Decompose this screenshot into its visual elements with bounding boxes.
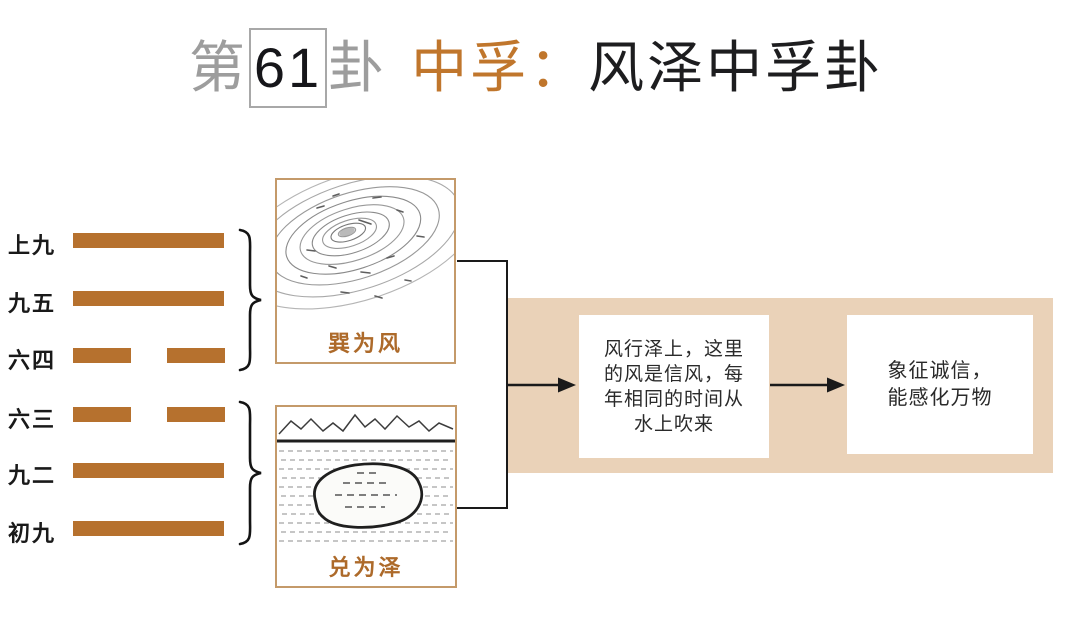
line-label: 上九 [8, 233, 57, 258]
hexagram-name: 中孚： [411, 36, 589, 99]
upper-trigram-label: 巽为风 [327, 331, 403, 356]
upper-trigram-card: 巽为风 [233, 164, 481, 364]
spiral-arms [233, 164, 481, 310]
line-label: 九五 [8, 291, 57, 316]
lake-outline [313, 462, 424, 529]
line-bar-segment [167, 407, 225, 422]
line-bar-segment [73, 233, 224, 248]
bracket-connector-line [457, 260, 508, 509]
line-label: 初九 [8, 521, 57, 546]
line-bar-segment [73, 348, 131, 363]
lower-trigram-brace [238, 400, 262, 546]
hexagram-line-yang: 初九 [0, 521, 270, 547]
line-label: 九二 [8, 463, 57, 488]
line-bar-segment [73, 291, 224, 306]
meaning-text: 象征诚信，能感化万物 [887, 359, 993, 409]
hexagram-line-yang: 上九 [0, 233, 270, 259]
hexagram-number-box: 61 [248, 28, 328, 108]
line-bar-segment [73, 463, 224, 478]
lake-mountains-sketch [277, 413, 455, 542]
explanation-box: 风行泽上，这里的风是信风，每年相同的时间从水上吹来 [579, 315, 769, 458]
line-label: 六四 [8, 348, 57, 373]
line-bar-segment [73, 407, 131, 422]
mountain-ridge [278, 413, 454, 435]
lower-trigram-label: 兑为泽 [328, 555, 404, 580]
spiral-debris [300, 193, 425, 299]
page-title: 第 61 卦 中孚： 风泽中孚卦 [0, 28, 1072, 108]
upper-trigram-brace [238, 228, 262, 372]
title-prefix: 第 [188, 36, 248, 99]
explanation-text: 风行泽上，这里的风是信风，每年相同的时间从水上吹来 [603, 338, 744, 435]
hexagram-full-name: 风泽中孚卦 [588, 36, 884, 99]
line-bar-segment [167, 348, 225, 363]
line-label: 六三 [8, 407, 57, 432]
meaning-box: 象征诚信，能感化万物 [847, 315, 1033, 454]
hexagram-line-yin: 六四 [0, 348, 270, 374]
hexagram-number: 61 [253, 36, 323, 99]
hexagram-line-yang: 九五 [0, 291, 270, 317]
wind-spiral-sketch [233, 164, 481, 310]
lower-trigram-card: 兑为泽 [275, 405, 457, 588]
hexagram-line-yin: 六三 [0, 407, 270, 433]
spiral-eye [339, 227, 355, 237]
lake-ripples [335, 472, 397, 508]
line-bar-segment [73, 521, 224, 536]
hexagram-line-yang: 九二 [0, 463, 270, 489]
title-suffix: 卦 [328, 36, 388, 99]
